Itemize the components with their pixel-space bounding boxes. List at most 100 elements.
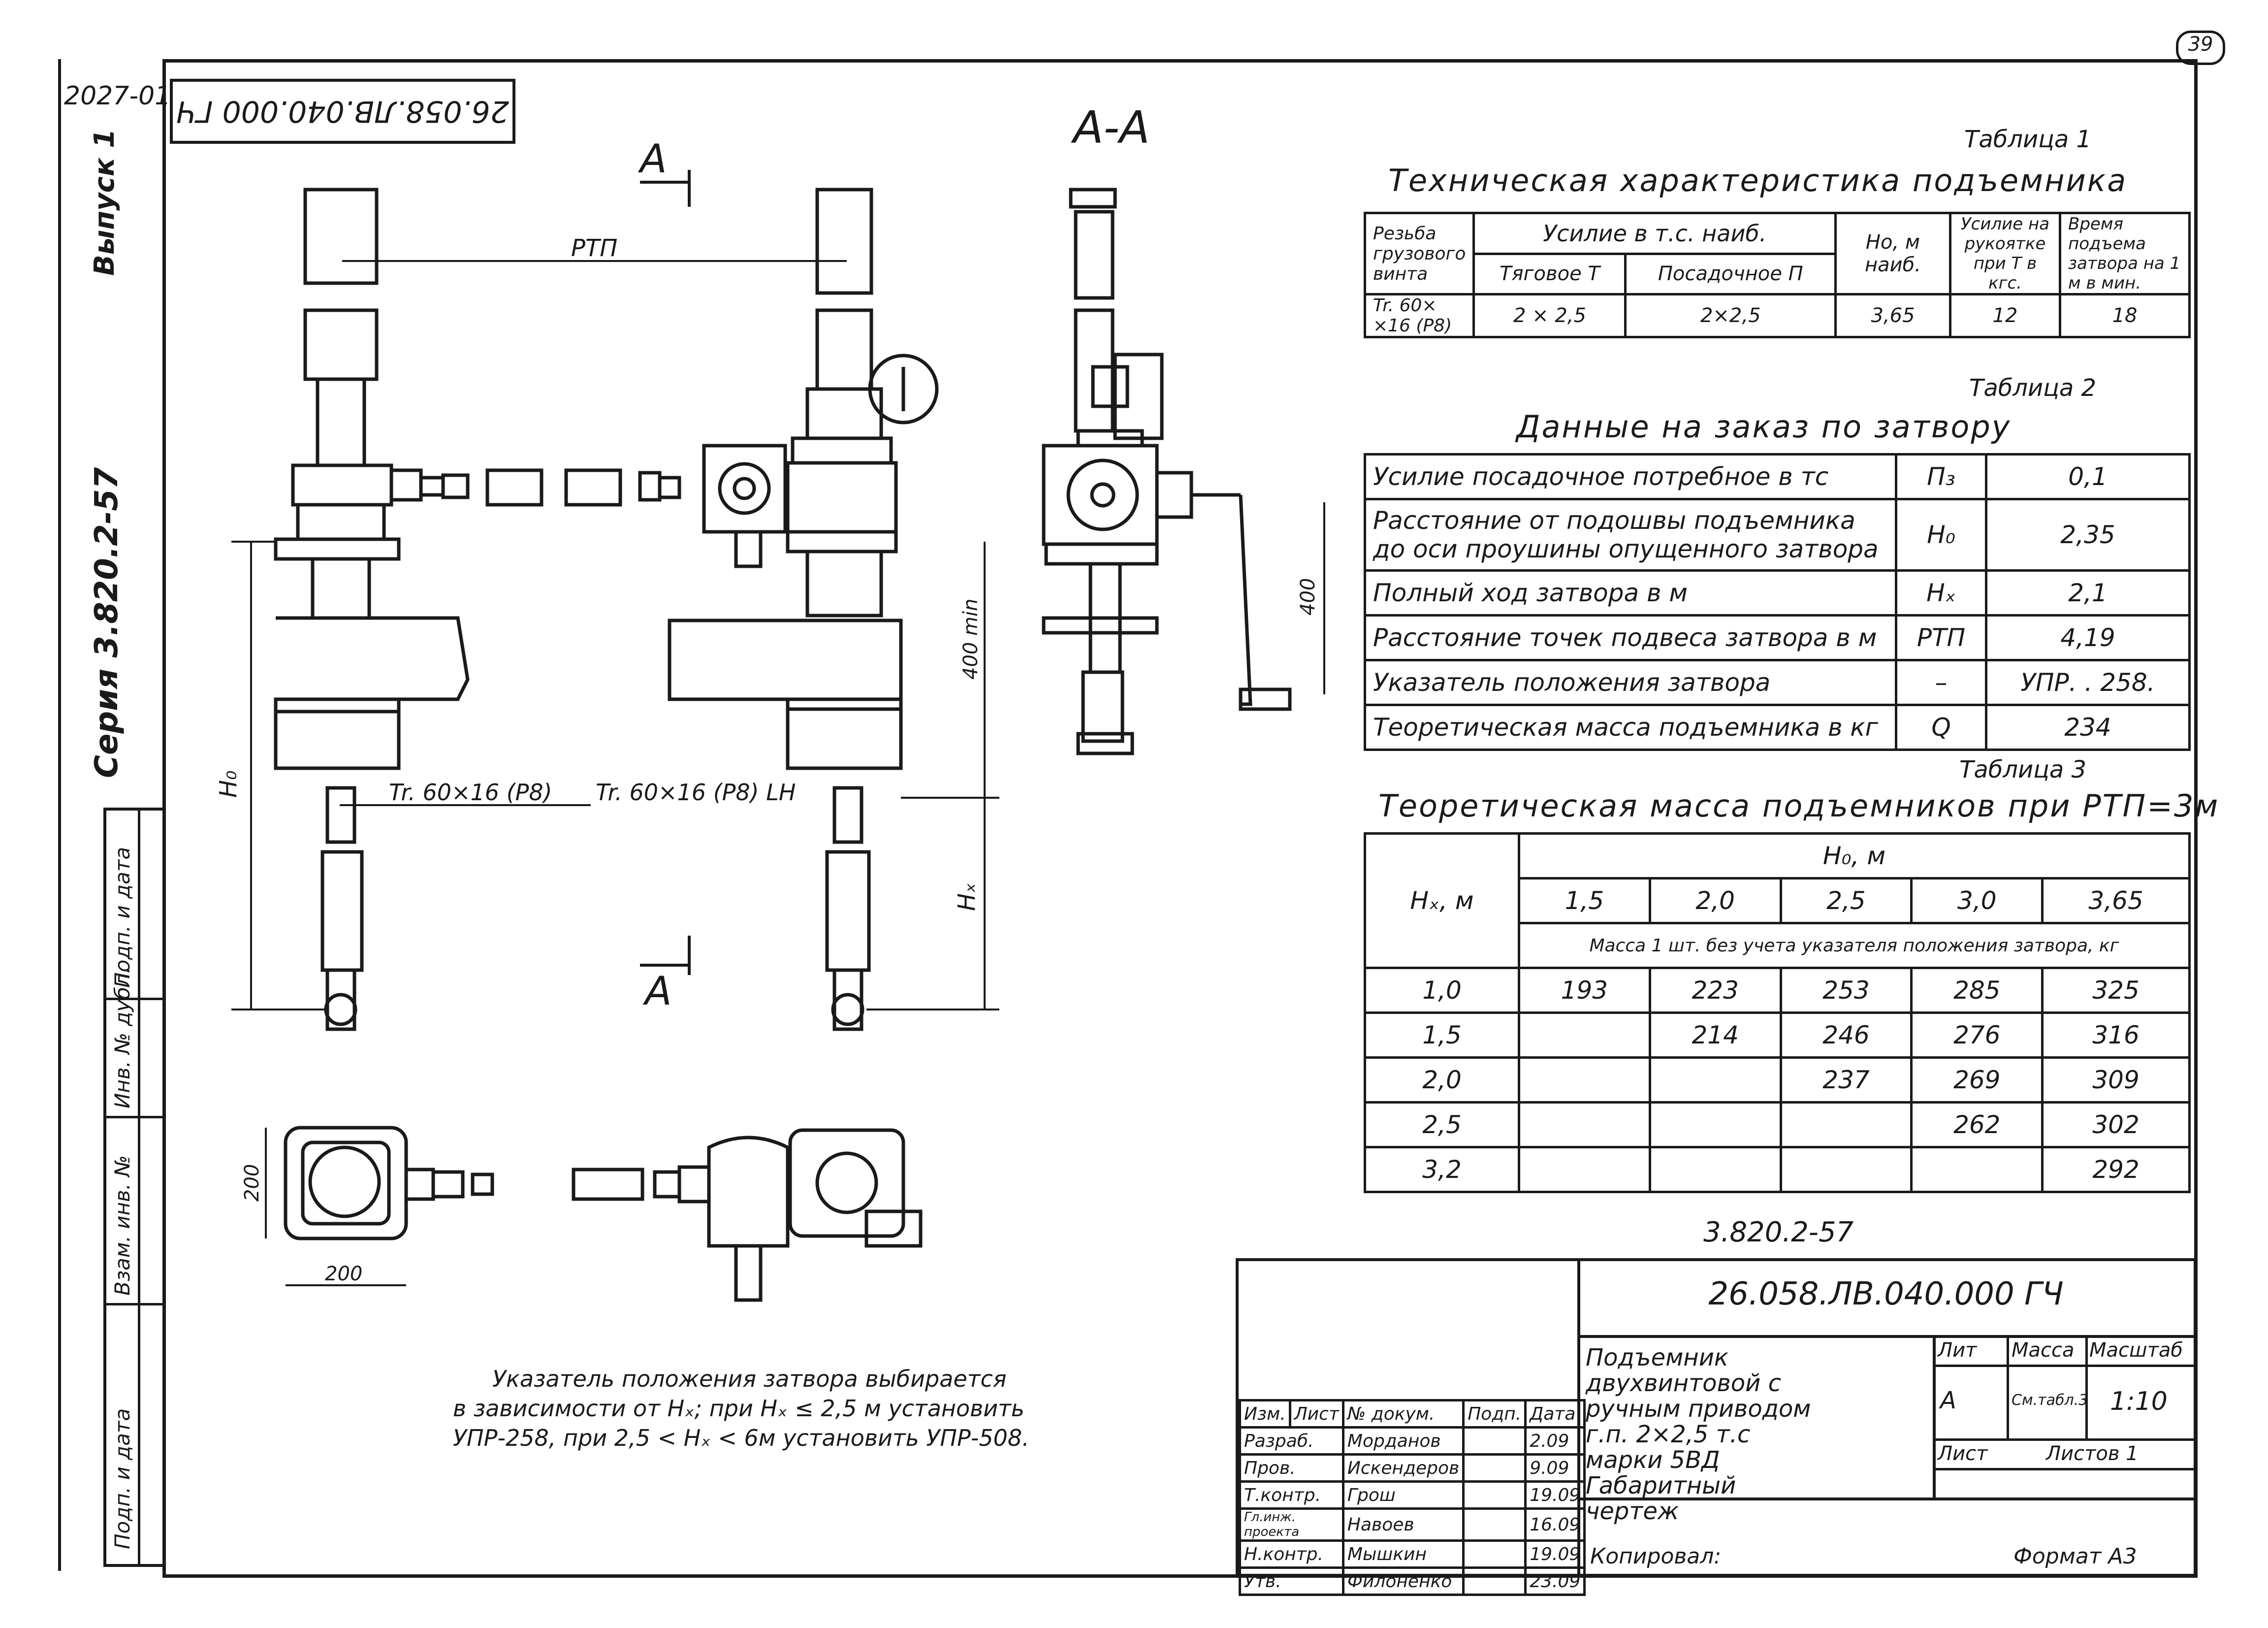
t3-cell [1648, 1056, 1782, 1104]
t3-h-h0: Н₀, м [1518, 832, 2191, 879]
t3-cell [1518, 1146, 1651, 1193]
t3-cell [1910, 1146, 2044, 1193]
t3-cell: 1,5 [1364, 1011, 1520, 1059]
table2-caption: Таблица 2 [1969, 374, 2097, 402]
title-block-name: Подъемник двухвинтовой с ручным приводом… [1586, 1344, 1811, 1525]
table1-caption: Таблица 1 [1964, 126, 2092, 153]
t2-row: Расстояние от подошвы подъемника до оси … [1364, 498, 2191, 572]
dim-200-vertical: 200 [241, 1164, 263, 1202]
t3-cell: 285 [1910, 967, 2044, 1014]
tb-h-mass: Масса [2012, 1339, 2075, 1362]
t3-col: 2,0 [1648, 877, 1782, 924]
t3-cell: 246 [1779, 1011, 1913, 1059]
t2-param: Усилие посадочное потребное в тс [1364, 453, 1897, 500]
tb-head: Лист [1288, 1399, 1344, 1429]
t3-cell: 237 [1779, 1056, 1913, 1104]
t2-value: 0,1 [1985, 453, 2191, 500]
t3-col: 1,5 [1518, 877, 1651, 924]
tb-sheets: Листов 1 [2046, 1442, 2139, 1465]
t3-h-hx: Нₓ, м [1364, 832, 1520, 969]
note-line-1: Указатель положения затвора выбирается [492, 1366, 1007, 1392]
t3-cell: 2,0 [1364, 1056, 1520, 1104]
t1-cell: 2×2,5 [1624, 293, 1837, 338]
t1-cell: 3,65 [1834, 293, 1951, 338]
t3-cell: 325 [2041, 967, 2191, 1014]
t2-param: Полный ход затвора в м [1364, 569, 1897, 617]
t3-cell: 214 [1648, 1011, 1782, 1059]
title-block-series: 3.820.2-57 [1703, 1216, 1854, 1248]
revision-table: Изм. Лист № докум. Подп. Дата Разраб.Мор… [1239, 1399, 1586, 1596]
hoist-drawing: А А А-А РТП Н₀ Нₓ Tr. 60×16 (P8) Tr. 60×… [215, 102, 1325, 1302]
dim-400min: 400 min [959, 599, 982, 680]
t1-h-h0: Но, м наиб. [1834, 212, 1951, 295]
tb-head: Изм. [1239, 1399, 1291, 1429]
t2-value: 2,1 [1985, 569, 2191, 617]
tb-h-scale: Масштаб [2089, 1339, 2183, 1362]
t2-value: УПР. . 258. [1985, 659, 2191, 706]
t2-param: Расстояние от подошвы подъемника до оси … [1364, 498, 1897, 572]
t3-cell: 309 [2041, 1056, 2191, 1104]
hx-label: Нₓ [953, 883, 981, 911]
t2-symbol: Q [1895, 704, 1987, 751]
t2-value: 234 [1985, 704, 2191, 751]
tb-lit-value: А [1940, 1387, 1956, 1414]
t3-cell [1518, 1101, 1651, 1148]
t1-h-force: Усилие в т.с. наиб. [1472, 212, 1837, 255]
table2-title: Данные на заказ по затвору [1516, 409, 2012, 445]
t1-h-seat: Посадочное П [1624, 252, 1837, 295]
left-margin-line [58, 59, 61, 1571]
tb-mass-value: См.табл.3 [2012, 1392, 2088, 1409]
code-left: 2027-01 [64, 81, 171, 111]
t3-col: 2,5 [1779, 877, 1913, 924]
section-mark-top: А [638, 136, 667, 182]
t3-col: 3,65 [2041, 877, 2191, 924]
tb-head: Дата [1524, 1399, 1586, 1429]
t3-cell [1518, 1011, 1651, 1059]
sheet-frame [162, 59, 2198, 1578]
tb-h-lit: Лит [1938, 1339, 1977, 1362]
title-block-code: 26.058.ЛВ.040.000 ГЧ [1708, 1276, 2064, 1312]
t1-cell: Tr. 60× ×16 (P8) [1363, 293, 1475, 338]
t1-h-time: Время подъема затвора на 1 м в мин. [2059, 212, 2191, 295]
t3-cell [1648, 1146, 1782, 1193]
t3-cell [1648, 1101, 1782, 1148]
t3-cell: 1,0 [1364, 967, 1520, 1014]
t3-cell: 262 [1910, 1101, 2044, 1148]
t2-value: 4,19 [1985, 614, 2191, 661]
note-line-3: УПР-258, при 2,5 < Нₓ < 6м установить УП… [453, 1425, 1029, 1451]
dim-200-horizontal: 200 [325, 1263, 362, 1285]
title-block: 26.058.ЛВ.040.000 ГЧ Подъемник двухвинто… [1236, 1258, 2197, 1596]
tb-head: № докум. [1342, 1399, 1465, 1429]
t1-h-handle: Усилие на рукоятке при Т в кгс. [1949, 212, 2061, 295]
t2-param: Указатель положения затвора [1364, 659, 1897, 706]
t3-cell: 253 [1779, 967, 1913, 1014]
sheet-format: Формат А3 [2013, 1544, 2137, 1569]
section-mark-bottom: А [642, 968, 672, 1014]
thread-left: Tr. 60×16 (P8) [389, 779, 552, 806]
t3-col: 3,0 [1910, 877, 2044, 924]
table1: Резьба грузового винта Усилие в т.с. наи… [1363, 212, 2191, 338]
dim-400: 400 [1297, 578, 1319, 616]
t3-cell [1779, 1146, 1913, 1193]
t2-param: Расстояние точек подвеса затвора в м [1364, 614, 1897, 661]
note-line-2: в зависимости от Нₓ; при Нₓ ≤ 2,5 м уста… [453, 1395, 1025, 1422]
t1-h-thread: Резьба грузового винта [1363, 212, 1475, 295]
table3-title: Теоретическая масса подъемников при РТП=… [1378, 788, 2220, 824]
t3-cell: 276 [1910, 1011, 2044, 1059]
t3-cell: 2,5 [1364, 1101, 1520, 1148]
table1-title: Техническая характеристика подъемника [1388, 163, 2128, 198]
t2-symbol: РТП [1895, 614, 1987, 661]
selection-note: Указатель положения затвора выбирается в… [453, 1364, 1029, 1453]
